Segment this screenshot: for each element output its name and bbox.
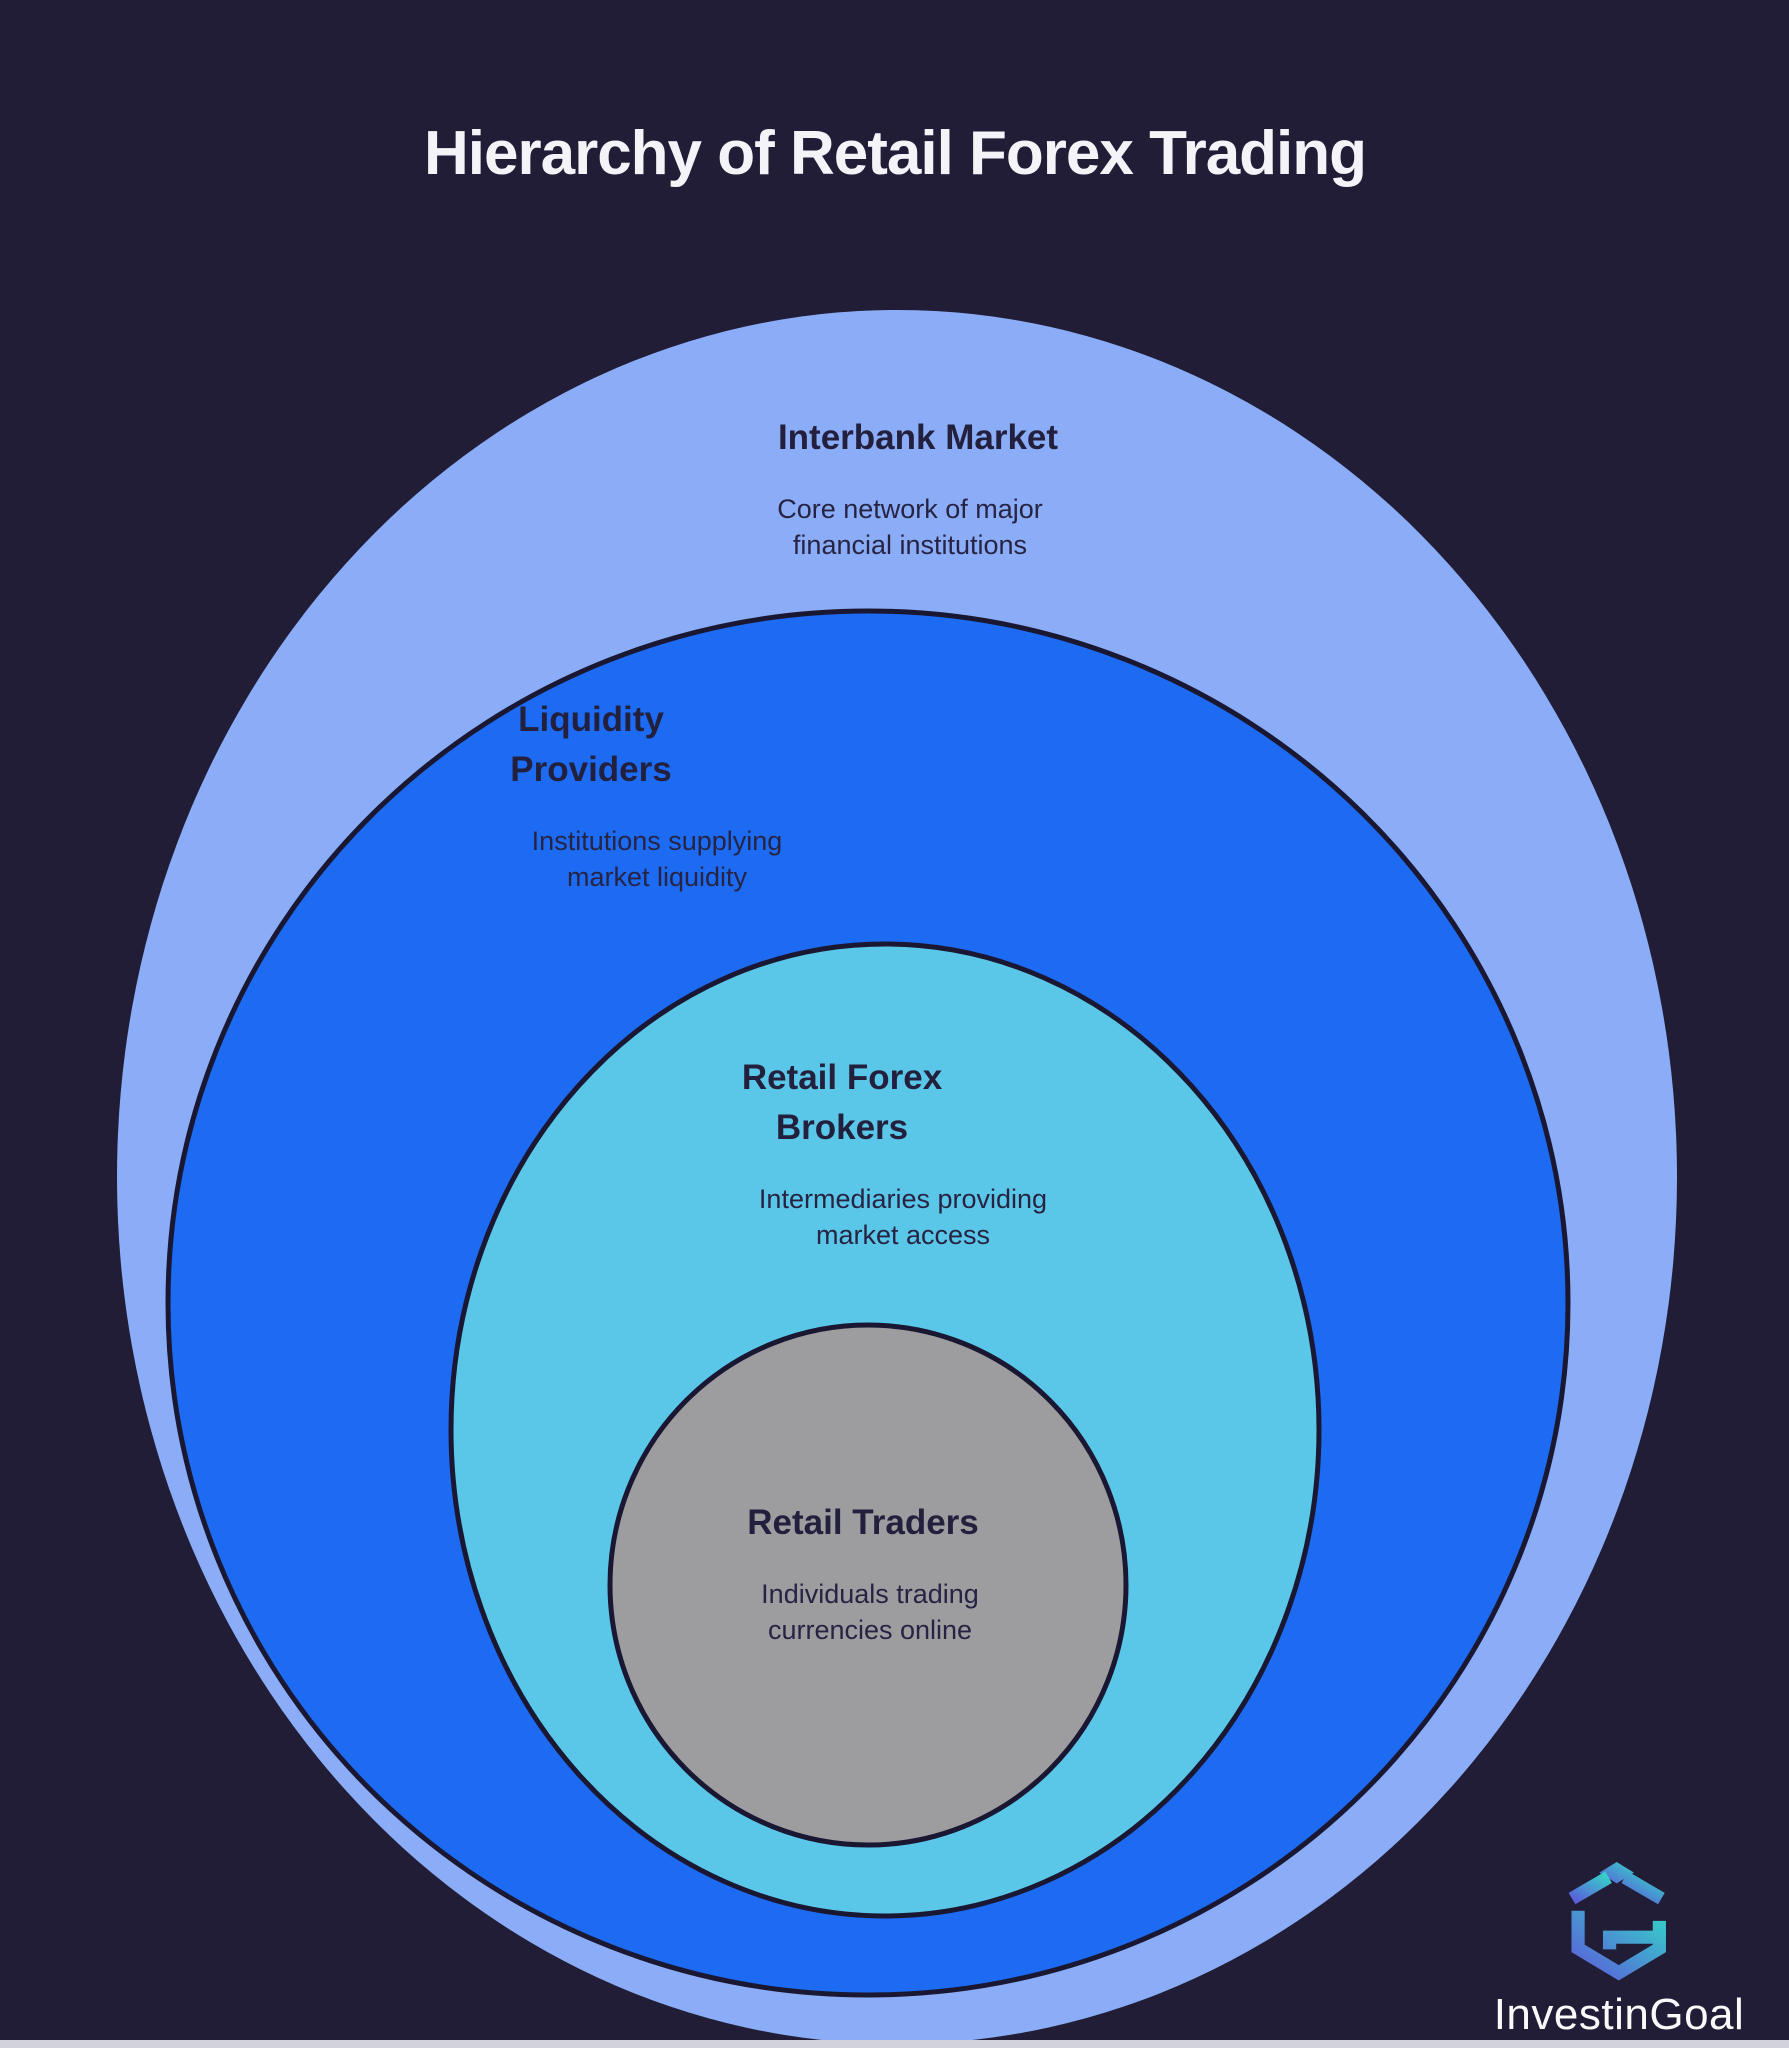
ring-description-retail-traders: Individuals trading currencies online <box>761 1579 979 1645</box>
logo-g-shape <box>1571 1910 1667 1981</box>
ring-label-interbank-market: Interbank Market <box>777 418 1059 457</box>
logo-left-chevron <box>1568 1871 1613 1905</box>
ring-retail-traders-shape <box>607 1322 1129 1848</box>
ring-description-interbank-market: Core network of major financial institut… <box>777 494 1043 560</box>
bottom-border <box>0 2040 1789 2048</box>
investingoal-hexagon-g-icon <box>1568 1862 1667 1981</box>
ring-description-liquidity-providers: Institutions supplying market liquidity <box>531 826 783 892</box>
ring-label-liquidity-providers: Liquidity Providers <box>510 700 672 789</box>
logo-right-chevron <box>1621 1871 1665 1905</box>
ring-label-retail-traders: Retail Traders <box>747 1503 979 1542</box>
investingoal-logo: InvestinGoal <box>1494 1862 1745 2040</box>
ring-description-retail-forex-brokers: Intermediaries providing market access <box>758 1184 1048 1250</box>
page-title: Hierarchy of Retail Forex Trading <box>423 119 1367 188</box>
logo-name: InvestinGoal <box>1493 1990 1745 2039</box>
ring-label-retail-forex-brokers: Retail Forex Brokers <box>741 1058 943 1147</box>
